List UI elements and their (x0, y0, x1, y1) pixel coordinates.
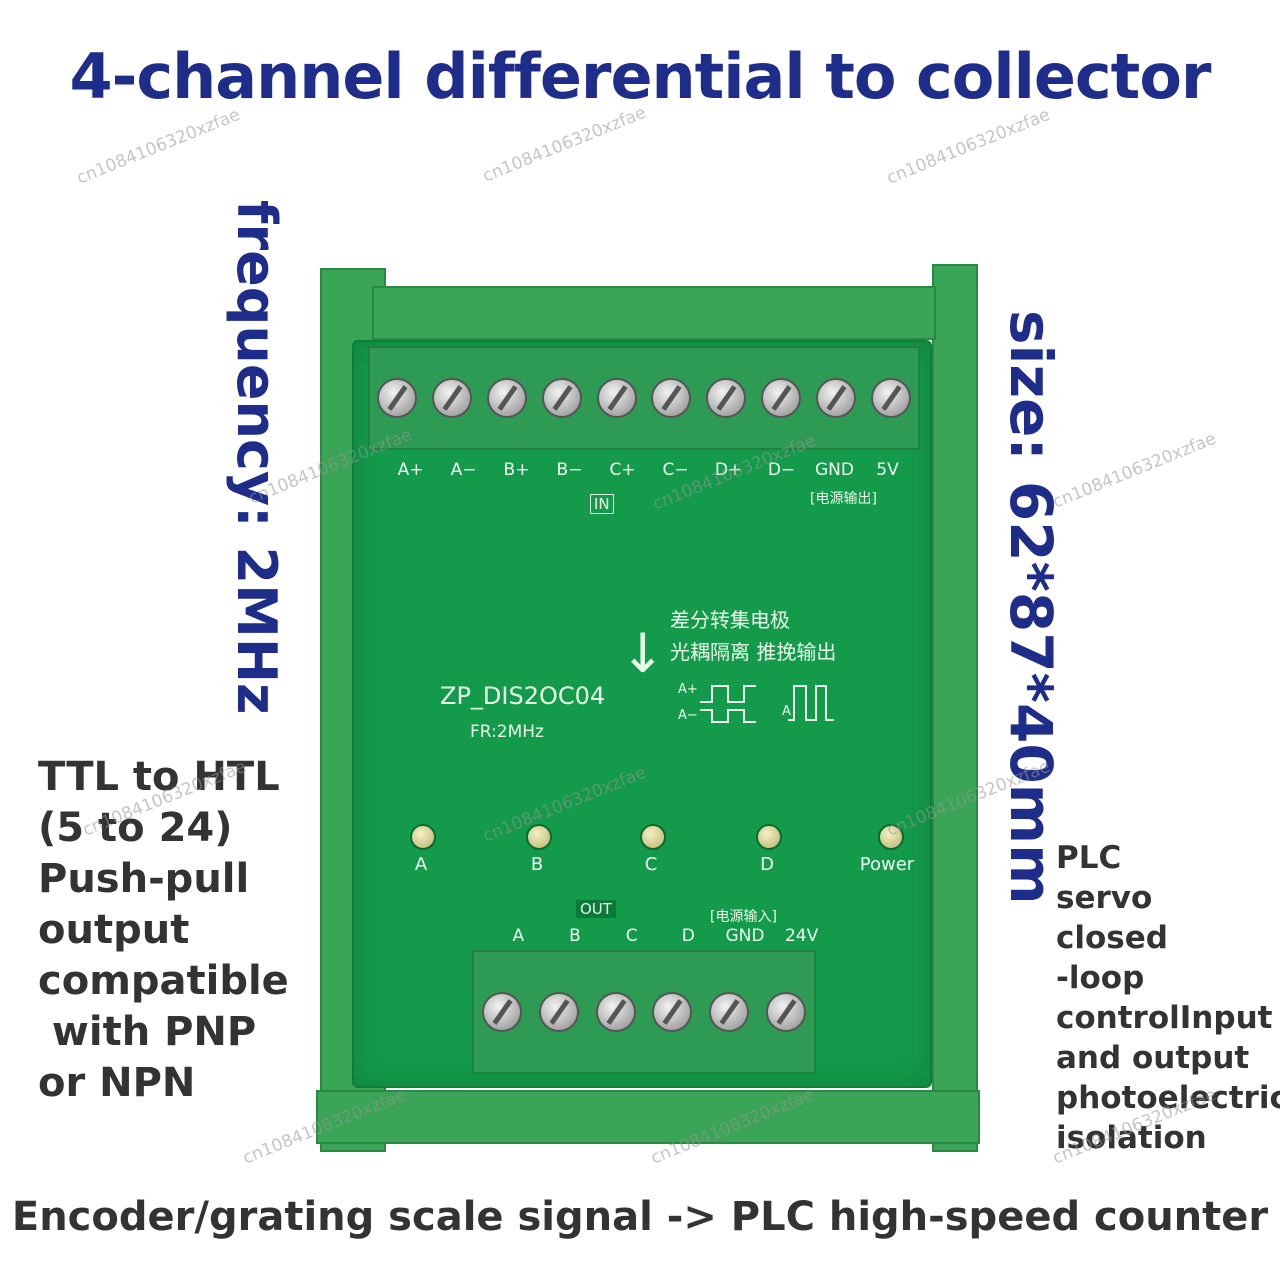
right-note-line: -loop (1056, 960, 1145, 996)
right-note-line: PLC (1056, 840, 1122, 876)
screw-icon[interactable] (708, 992, 749, 1032)
led-label-a: A (414, 854, 428, 875)
left-note-line: TTL to HTL (38, 754, 280, 800)
pin-label: C (625, 926, 638, 946)
screw-icon[interactable] (760, 378, 801, 418)
screw-icon[interactable] (870, 378, 911, 418)
down-arrow-icon: ↓ (620, 622, 666, 685)
pin-label: C− (662, 460, 689, 480)
pin-label: D− (767, 460, 796, 480)
power-input-note: [电源输入] (710, 909, 777, 925)
screw-icon[interactable] (432, 378, 473, 418)
led-label-power: Power (859, 854, 915, 875)
right-note-line: controlInput (1056, 1000, 1273, 1036)
pin-label: B+ (503, 460, 530, 480)
right-note-line: servo (1056, 880, 1153, 916)
power-output-note: [电源输出] (810, 491, 877, 507)
led-power-icon (878, 824, 904, 850)
pin-label: C+ (609, 460, 636, 480)
bottom-caption: Encoder/grating scale signal -> PLC high… (11, 1194, 1269, 1240)
led-c-icon (640, 824, 666, 850)
in-label: IN (590, 494, 614, 514)
pin-label: B− (556, 460, 583, 480)
size-label: size: 62*87*40mm (997, 310, 1065, 905)
pin-label: GND (725, 926, 765, 946)
pin-label: 5V (876, 460, 899, 480)
model-number: ZP_DIS2OC04 (440, 682, 606, 710)
input-pin-labels: A+ A− B+ B− C+ C− D+ D− GND 5V (384, 460, 914, 480)
left-description: TTL to HTL (5 to 24) Push-pull output co… (38, 752, 298, 1109)
right-note-line: photoelectric (1056, 1080, 1280, 1116)
output-terminal-block (472, 950, 816, 1074)
right-note-line: and output (1056, 1040, 1250, 1076)
diff-a-plus: A+ (678, 682, 698, 697)
pin-label: A+ (397, 460, 424, 480)
diff-a-minus: A− (678, 708, 698, 723)
output-pin-labels: A B C D GND 24V (490, 926, 830, 946)
screw-icon[interactable] (652, 992, 693, 1032)
waveform-icon (700, 685, 834, 723)
screw-icon[interactable] (815, 378, 856, 418)
screw-icon[interactable] (595, 992, 636, 1032)
right-description: PLC servo closed -loop controlInput and … (1056, 838, 1280, 1158)
left-note-line: output (38, 907, 190, 953)
led-label-b: B (530, 854, 544, 875)
led-a-icon (410, 824, 436, 850)
led-d-icon (756, 824, 782, 850)
pin-label: D+ (714, 460, 743, 480)
pin-label: D (681, 926, 695, 946)
screw-icon[interactable] (482, 992, 523, 1032)
left-note-line: or NPN (38, 1060, 196, 1106)
watermark: cn1084106320xzfae (74, 104, 243, 189)
screw-icon[interactable] (765, 992, 806, 1032)
left-note-line: compatible (38, 958, 289, 1004)
right-note-line: closed (1056, 920, 1168, 956)
screw-icon[interactable] (377, 378, 418, 418)
pin-label: A (512, 926, 525, 946)
out-a-label: A (782, 704, 791, 719)
pin-label: 24V (784, 926, 819, 946)
pin-label: B (569, 926, 581, 946)
pin-label: GND (815, 460, 854, 480)
input-terminal-block (368, 346, 920, 450)
led-label-d: D (760, 854, 774, 875)
screw-icon[interactable] (486, 378, 527, 418)
screw-icon[interactable] (706, 378, 747, 418)
screw-icon[interactable] (651, 378, 692, 418)
watermark: cn1084106320xzfae (1050, 428, 1219, 513)
watermark: cn1084106320xzfae (884, 104, 1053, 189)
led-label-c: C (644, 854, 658, 875)
screw-icon[interactable] (541, 378, 582, 418)
top-rail-clip (372, 286, 936, 340)
frequency-rating: FR:2MHz (470, 722, 544, 742)
chinese-line-2: 光耦隔离 推挽输出 (670, 640, 837, 664)
bottom-rail-clip (316, 1090, 980, 1144)
screw-icon[interactable] (538, 992, 579, 1032)
screw-icon[interactable] (596, 378, 637, 418)
watermark: cn1084106320xzfae (480, 102, 649, 187)
left-note-line: Push-pull (38, 856, 250, 902)
out-label: OUT (576, 900, 616, 918)
left-note-line: with PNP (38, 1009, 257, 1055)
frequency-label: frequency: 2MHz (225, 200, 288, 715)
left-note-line: (5 to 24) (38, 805, 233, 851)
page-title: 4-channel differential to collector (69, 40, 1211, 113)
led-b-icon (526, 824, 552, 850)
circuit-board: A+ A− B+ B− C+ C− D+ D− GND 5V [电源输出] IN… (352, 340, 932, 1088)
chinese-line-1: 差分转集电极 (670, 608, 790, 632)
right-din-rail (932, 264, 978, 1152)
right-note-line: isolation (1056, 1120, 1207, 1156)
pin-label: A− (450, 460, 477, 480)
